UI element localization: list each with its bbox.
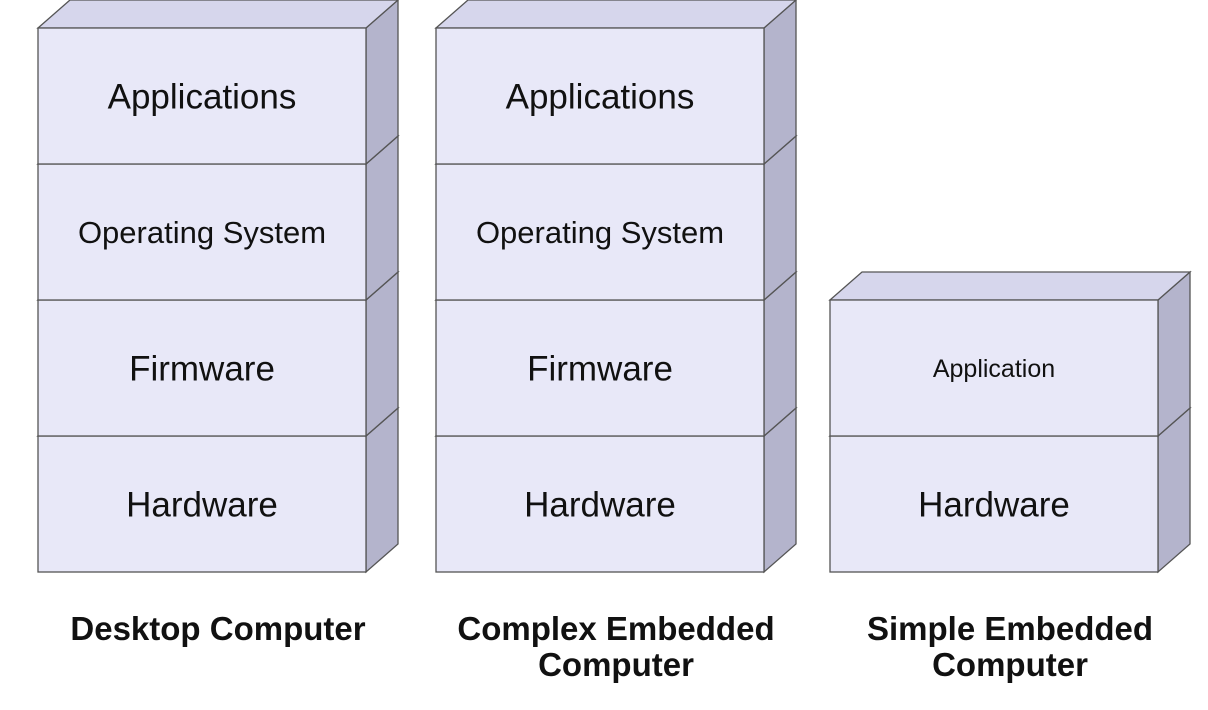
caption-line: Desktop Computer [70,610,365,647]
layer-label: Firmware [129,350,275,389]
layer-label: Applications [108,78,297,117]
block-front-face [435,299,765,437]
layer-label: Application [933,355,1055,383]
caption-line: Complex Embedded [457,610,774,647]
layer-label: Applications [506,78,695,117]
block-front-face [829,435,1159,573]
block-front-face [435,435,765,573]
layer-label: Hardware [918,486,1070,525]
layer-application-block: Application [828,270,1192,438]
stack-2: Hardware Firmware Operating System Applicat… [434,0,798,683]
caption-line: Computer [538,646,694,683]
layer-label: Hardware [524,486,676,525]
block-top-face [36,0,399,29]
block-front-face [829,299,1159,437]
caption-line: Computer [932,646,1088,683]
block-top-face [828,271,1192,301]
block-front-face [37,435,367,573]
block-front-face [435,27,765,165]
layer-label: Operating System [78,215,326,250]
stack-caption: Desktop Computer [70,610,365,647]
caption-line: Simple Embedded [867,610,1153,647]
layer-label: Operating System [476,215,724,250]
stack-1: Hardware Firmware Operating System Applicat… [36,0,400,647]
block-front-face [37,27,367,165]
layer-applications-block: Applications [36,0,399,166]
block-front-face [37,163,367,301]
layer-label: Hardware [126,486,278,525]
block-top-face [434,0,797,29]
layer-applications-block: Applications [434,0,797,166]
layer-label: Firmware [527,350,673,389]
block-front-face [435,163,765,301]
